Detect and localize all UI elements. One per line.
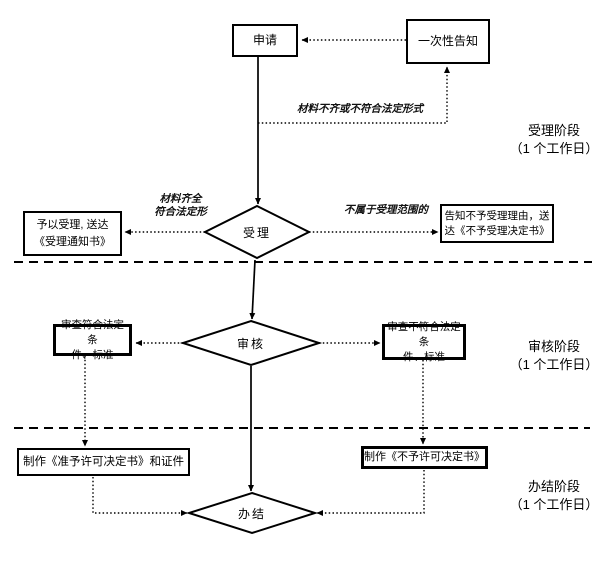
apply-label: 申请 <box>252 32 277 47</box>
reject-accept-line2: 达《不予受理决定书》 <box>444 224 550 237</box>
stage-review-name: 审核阶段 <box>527 339 580 354</box>
grant-accept-line1: 予以受理, 送达 <box>36 218 109 231</box>
materials-complete-line2: 符合法定形 <box>154 207 207 218</box>
review-diamond-label: 审核 <box>236 336 265 351</box>
out-of-scope-label: 不属于受理范围的 <box>344 205 428 216</box>
review-fail-line1: 审查不符合法定条 <box>387 320 461 348</box>
stage-accept-duration: （1 个工作日） <box>509 141 599 156</box>
materials-complete-line1: 材料齐全 <box>159 194 202 205</box>
edge-denial-to-finish <box>316 470 425 516</box>
make-permit-box: 制作《准予许可决定书》和证件 <box>17 448 190 476</box>
stage-label-review: 审核阶段 （1 个工作日） <box>492 338 605 374</box>
one-time-notice-label: 一次性告知 <box>417 33 478 48</box>
apply-box: 申请 <box>232 24 298 57</box>
finish-diamond-label: 办结 <box>237 506 266 521</box>
reject-accept-box: 告知不予受理理由，送 达《不予受理决定书》 <box>440 204 554 243</box>
make-denial-box: 制作《不予许可决定书》 <box>361 446 488 469</box>
review-fail-box: 审查不符合法定条 件、标准 <box>382 321 466 363</box>
stage-finish-duration: （1 个工作日） <box>509 497 599 512</box>
grant-accept-box: 予以受理, 送达 《受理通知书》 <box>23 211 122 256</box>
review-fail-line2: 件、标准 <box>403 350 445 363</box>
finish-diamond <box>185 491 319 535</box>
review-pass-line2: 件、标准 <box>71 348 114 361</box>
materials-incomplete-label: 材料不齐或不符合法定形式 <box>297 104 423 115</box>
stage-label-accept: 受理阶段 （1 个工作日） <box>492 122 605 158</box>
stage-label-finish: 办结阶段 （1 个工作日） <box>492 478 605 514</box>
accept-diamond-label: 受理 <box>242 225 271 240</box>
edge-permit-to-finish <box>92 477 188 516</box>
one-time-notice-box: 一次性告知 <box>406 19 490 64</box>
make-permit-label: 制作《准予许可决定书》和证件 <box>23 455 184 468</box>
grant-accept-line2: 《受理通知书》 <box>34 235 111 248</box>
edge-accept-to-review <box>249 259 256 320</box>
stage-accept-name: 受理阶段 <box>527 123 580 138</box>
make-denial-label: 制作《不予许可决定书》 <box>364 451 485 463</box>
stage-review-duration: （1 个工作日） <box>509 357 599 372</box>
accept-diamond <box>202 204 312 260</box>
review-pass-box: 审查符合法定条 件、标准 <box>53 319 132 361</box>
review-pass-line1: 审查符合法定条 <box>61 318 124 346</box>
review-diamond <box>179 319 323 367</box>
materials-complete-label: 材料齐全 符合法定形 <box>138 193 223 219</box>
reject-accept-line1: 告知不予受理理由，送 <box>444 209 550 222</box>
stage-finish-name: 办结阶段 <box>527 479 580 494</box>
